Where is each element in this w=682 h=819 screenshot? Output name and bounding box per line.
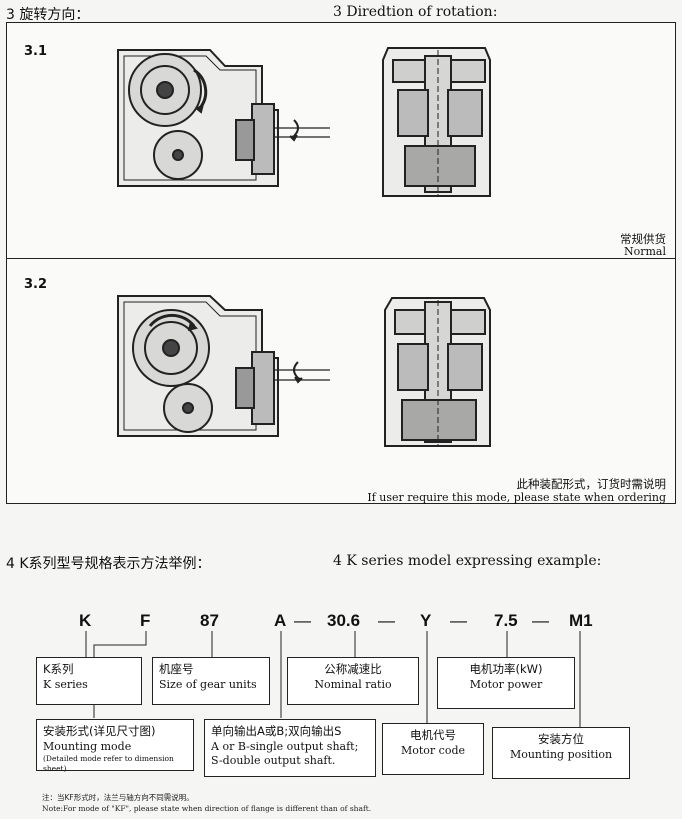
label-motor-power-cn: 电机功率(kW) <box>469 662 543 676</box>
label-nominal-ratio-cn: 公称减速比 <box>324 662 382 676</box>
code-m1: M1 <box>569 611 593 630</box>
label-mounting-mode-en: Mounting mode <box>43 739 132 753</box>
section-label-3-1: 3.1 <box>24 44 48 59</box>
label-mounting-mode-cn: 安装形式(详见尺寸图) <box>43 724 156 738</box>
label-output-shaft-en1: A or B-single output shaft; <box>211 739 359 753</box>
label-output-shaft-en2: S-double output shaft. <box>211 754 336 768</box>
example-heading-cn: 4 K系列型号规格表示方法举例： <box>6 556 211 572</box>
code-f: F <box>140 611 151 630</box>
code-y: Y <box>420 611 432 630</box>
code-7-5: 7.5 <box>494 611 518 630</box>
label-nominal-ratio-en: Nominal ratio <box>314 677 392 691</box>
label-motor-code: 电机代号 Motor code <box>382 723 484 775</box>
section-label-3-2: 3.2 <box>24 277 48 292</box>
order-note-cn: 此种装配形式，订货时需说明 <box>516 477 667 491</box>
label-motor-power: 电机功率(kW) Motor power <box>437 657 575 709</box>
label-gear-unit-size-en: Size of gear units <box>159 677 257 691</box>
footnote-en: Note:For mode of "KF", please state when… <box>42 804 372 813</box>
label-nominal-ratio: 公称减速比 Nominal ratio <box>287 657 419 705</box>
code-dash-1: — <box>294 611 311 630</box>
code-87: 87 <box>200 611 219 630</box>
gearbox-section-view-3-2 <box>384 297 491 447</box>
section-divider <box>6 258 676 259</box>
label-k-series: K系列 K series <box>36 657 142 705</box>
label-gear-unit-size: 机座号 Size of gear units <box>152 657 270 705</box>
label-mounting-position-en: Mounting position <box>509 747 613 761</box>
normal-note-en: Normal <box>623 245 666 258</box>
label-motor-code-en: Motor code <box>400 743 466 757</box>
rotation-heading-cn: 3 旋转方向： <box>6 7 90 23</box>
label-k-series-en: K series <box>43 677 88 691</box>
code-k: K <box>79 611 92 630</box>
code-a: A <box>274 611 287 630</box>
label-motor-code-cn: 电机代号 <box>410 728 456 742</box>
label-gear-unit-size-cn: 机座号 <box>159 662 194 676</box>
code-30-6: 30.6 <box>327 611 361 630</box>
gearbox-side-view-3-2 <box>117 295 330 437</box>
label-k-series-cn: K系列 <box>43 662 74 676</box>
example-heading-en: 4 K series model expressing example: <box>333 553 602 569</box>
footnote-cn: 注：当KF形式时，法兰与轴方向不同需说明。 <box>42 793 194 802</box>
label-mounting-mode-note: (Detailed mode refer to dimension sheet) <box>43 754 174 774</box>
normal-note-cn: 常规供货 <box>620 232 666 246</box>
code-dash-3: — <box>450 611 467 630</box>
label-mounting-mode: 安装形式(详见尺寸图) Mounting mode (Detailed mode… <box>36 719 194 774</box>
code-dash-4: — <box>532 611 549 630</box>
rotation-heading-en: 3 Diredtion of rotation: <box>333 4 498 20</box>
label-mounting-position-cn: 安装方位 <box>538 732 584 746</box>
label-output-shaft-cn: 单向输出A或B;双向输出S <box>211 724 342 738</box>
gearbox-side-view-3-1 <box>117 49 330 187</box>
code-dash-2: — <box>378 611 395 630</box>
label-mounting-position: 安装方位 Mounting position <box>492 727 630 779</box>
label-output-shaft: 单向输出A或B;双向输出S A or B-single output shaft… <box>204 719 376 777</box>
order-note-en: If user require this mode, please state … <box>367 491 666 504</box>
label-motor-power-en: Motor power <box>469 677 543 691</box>
gearbox-section-view-3-1 <box>382 47 491 197</box>
